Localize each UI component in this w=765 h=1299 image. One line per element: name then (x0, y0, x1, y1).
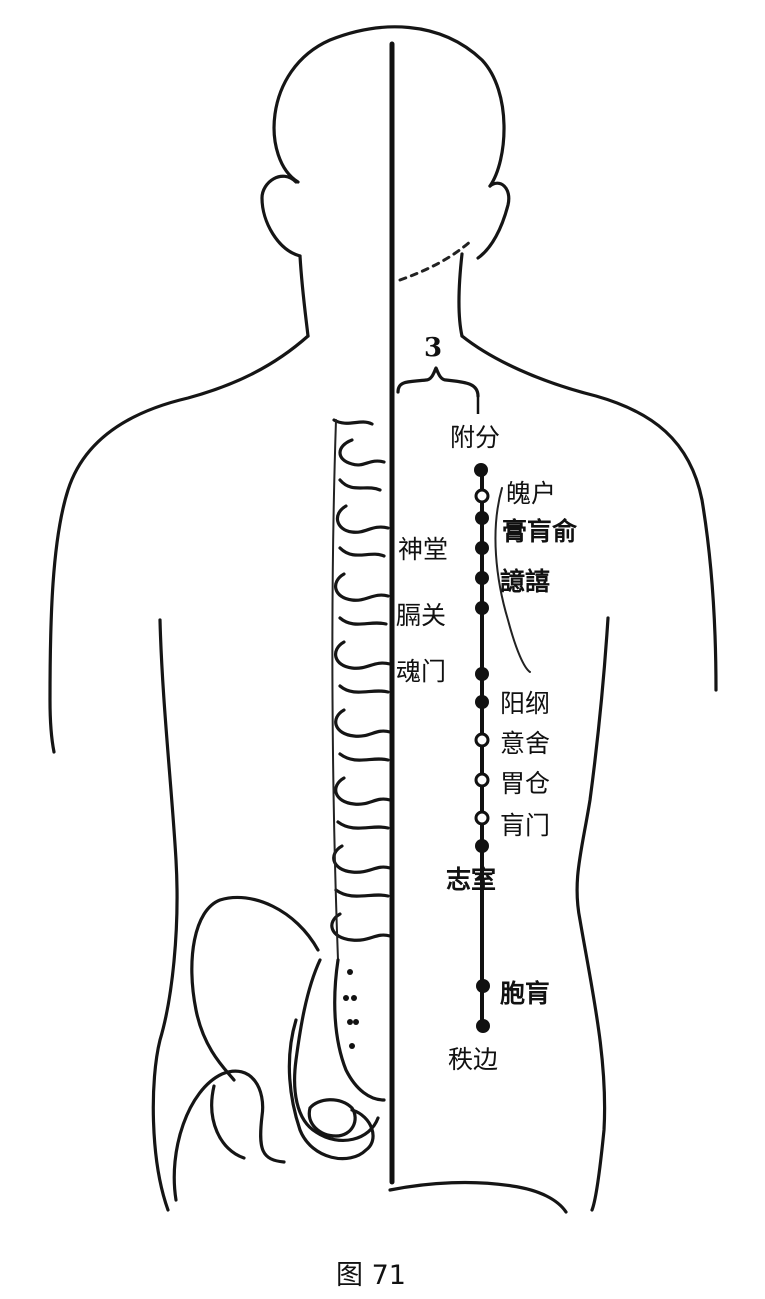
label-fufen: 附分 (450, 423, 500, 452)
label-yanggang: 阳纲 (500, 689, 550, 718)
vertebral-column (330, 418, 392, 1102)
acupoint-dot-shentang (475, 541, 489, 555)
neck-left (298, 254, 310, 338)
label-yishe: 意舍 (500, 729, 550, 758)
acupoint-dot-weicang (474, 772, 490, 788)
label-zhibian: 秩边 (448, 1045, 498, 1074)
neck-right (457, 252, 464, 338)
label-pohu: 魄户 (506, 479, 556, 508)
pelvis-ring (287, 1018, 375, 1161)
label-geguan: 膈关 (396, 601, 446, 630)
acupoint-dot-huangmen (474, 810, 490, 826)
left-ear (260, 174, 302, 258)
measure-label: 3 (424, 333, 442, 363)
label-weicang: 胃仓 (500, 769, 550, 798)
right-armpit-torso (575, 616, 610, 1212)
figure-caption: 图 71 (336, 1260, 406, 1291)
label-gaohuangshu: 膏肓俞 (502, 517, 578, 546)
label-zhishi: 志室 (446, 865, 496, 894)
acupoint-dot-zhibian (476, 1019, 490, 1033)
hairline (398, 238, 474, 282)
buttocks-line (388, 1180, 568, 1214)
obturator (307, 1098, 357, 1138)
acupoint-dot-yanggang (475, 695, 489, 709)
label-yixi: 譩譆 (500, 567, 550, 596)
left-shoulder-arm (48, 334, 310, 754)
label-huangmen: 肓门 (500, 811, 550, 840)
acupoint-dot-yishe (474, 732, 490, 748)
right-ear (476, 181, 511, 260)
right-shoulder-arm (460, 334, 718, 692)
acupoint-dot-pohu (474, 488, 490, 504)
label-hunmen: 魂门 (396, 657, 446, 686)
acupoint-dot-gaohuangshu (475, 511, 489, 525)
femur-head (172, 1069, 286, 1202)
acupoint-dot-zhishi (475, 839, 489, 853)
label-baohuang: 胞肓 (500, 979, 550, 1008)
acupoint-dot-yixi (475, 571, 489, 585)
head-outline (272, 25, 506, 188)
acupoint-dots (474, 463, 490, 1033)
left-armpit-torso (151, 618, 179, 1212)
femur-trochanter (210, 1084, 246, 1160)
acupoint-dot-fufen (474, 463, 488, 477)
scapula-arc (494, 487, 531, 673)
label-shentang: 神堂 (398, 535, 448, 564)
acupoint-dot-geguan (475, 601, 489, 615)
ilium-inner (293, 958, 380, 1142)
iliac-crest (190, 895, 320, 1082)
acupoint-dot-hunmen (475, 667, 489, 681)
acupoint-dot-baohuang (476, 979, 490, 993)
measure-brace (396, 366, 480, 398)
